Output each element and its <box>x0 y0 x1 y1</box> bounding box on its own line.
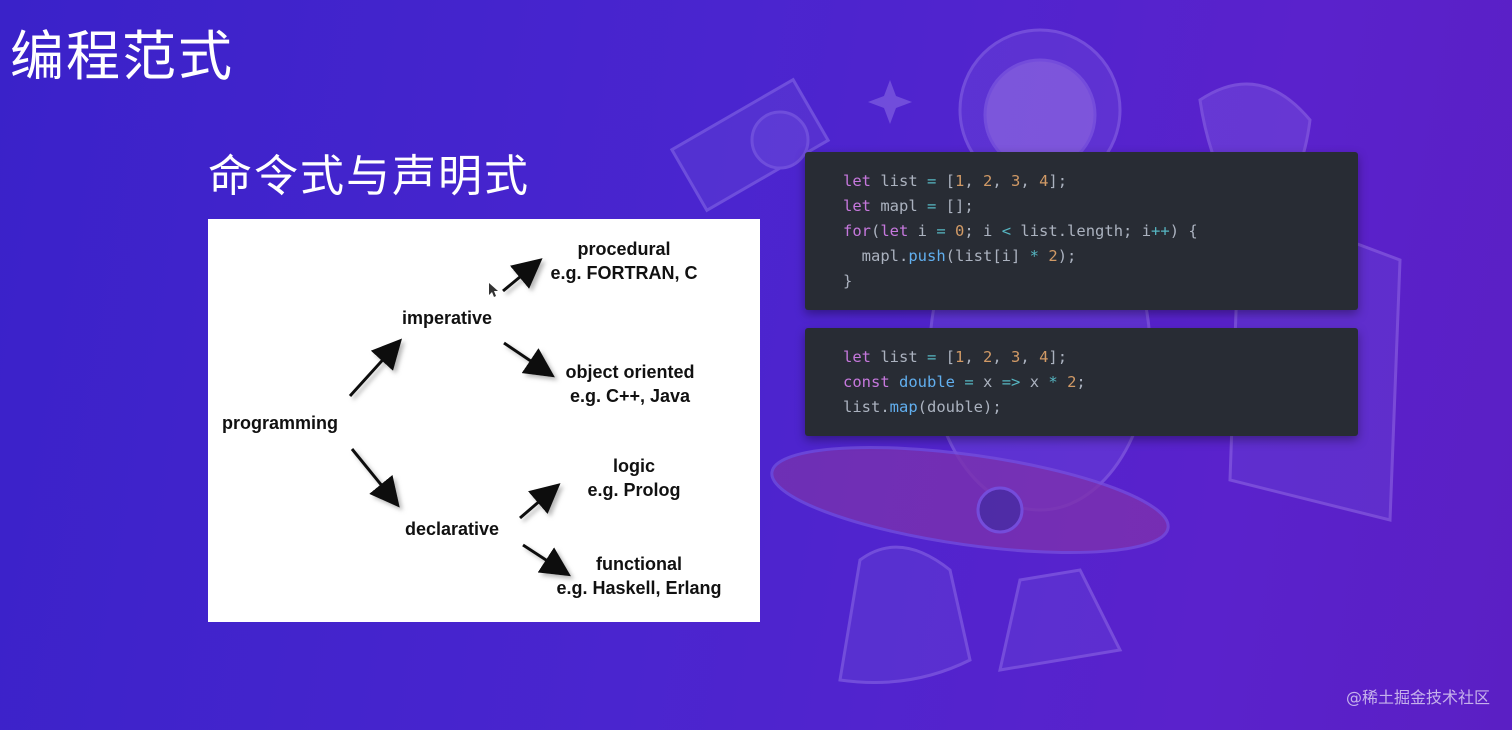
node-functional-label: functional <box>596 554 682 574</box>
arrow-to-procedural <box>502 258 543 293</box>
node-functional-example: e.g. Haskell, Erlang <box>556 578 722 598</box>
node-procedural-label: procedural <box>577 239 671 259</box>
node-programming: programming <box>222 411 338 435</box>
node-declarative-label: declarative <box>405 519 500 539</box>
node-logic-label: logic <box>612 456 655 476</box>
arrow-to-declarative <box>350 448 400 508</box>
node-imperative: imperative <box>402 306 492 330</box>
node-programming-label: programming <box>222 413 339 433</box>
cursor-icon <box>489 283 498 297</box>
arrow-to-logic <box>519 483 561 520</box>
watermark: @稀土掘金技术社区 <box>1345 688 1490 707</box>
arrow-to-object-oriented <box>503 341 555 378</box>
node-logic: logic e.g. Prolog <box>578 454 690 502</box>
paradigm-diagram: programming imperative declarative proce… <box>208 219 760 622</box>
slide-title: 编程范式 <box>10 25 234 88</box>
diagram-arrows <box>348 258 572 577</box>
imperative-code: let list = [1, 2, 3, 4]; let mapl = []; … <box>843 172 1198 290</box>
node-object-oriented-example: e.g. C++, Java <box>569 386 691 406</box>
arrow-to-functional <box>522 543 572 577</box>
slide-subtitle: 命令式与声明式 <box>208 151 530 202</box>
node-procedural-example: e.g. FORTRAN, C <box>550 263 698 283</box>
node-object-oriented: object oriented e.g. C++, Java <box>552 360 708 408</box>
arrow-to-imperative <box>348 338 403 398</box>
declarative-code-block: let list = [1, 2, 3, 4]; const double = … <box>805 328 1358 436</box>
node-logic-example: e.g. Prolog <box>587 480 681 500</box>
imperative-code-block: let list = [1, 2, 3, 4]; let mapl = []; … <box>805 152 1358 310</box>
node-object-oriented-label: object oriented <box>565 362 695 382</box>
node-procedural: procedural e.g. FORTRAN, C <box>548 237 700 285</box>
node-functional: functional e.g. Haskell, Erlang <box>550 552 728 600</box>
node-imperative-label: imperative <box>402 308 493 328</box>
node-declarative: declarative <box>405 517 499 541</box>
declarative-code: let list = [1, 2, 3, 4]; const double = … <box>843 348 1086 416</box>
